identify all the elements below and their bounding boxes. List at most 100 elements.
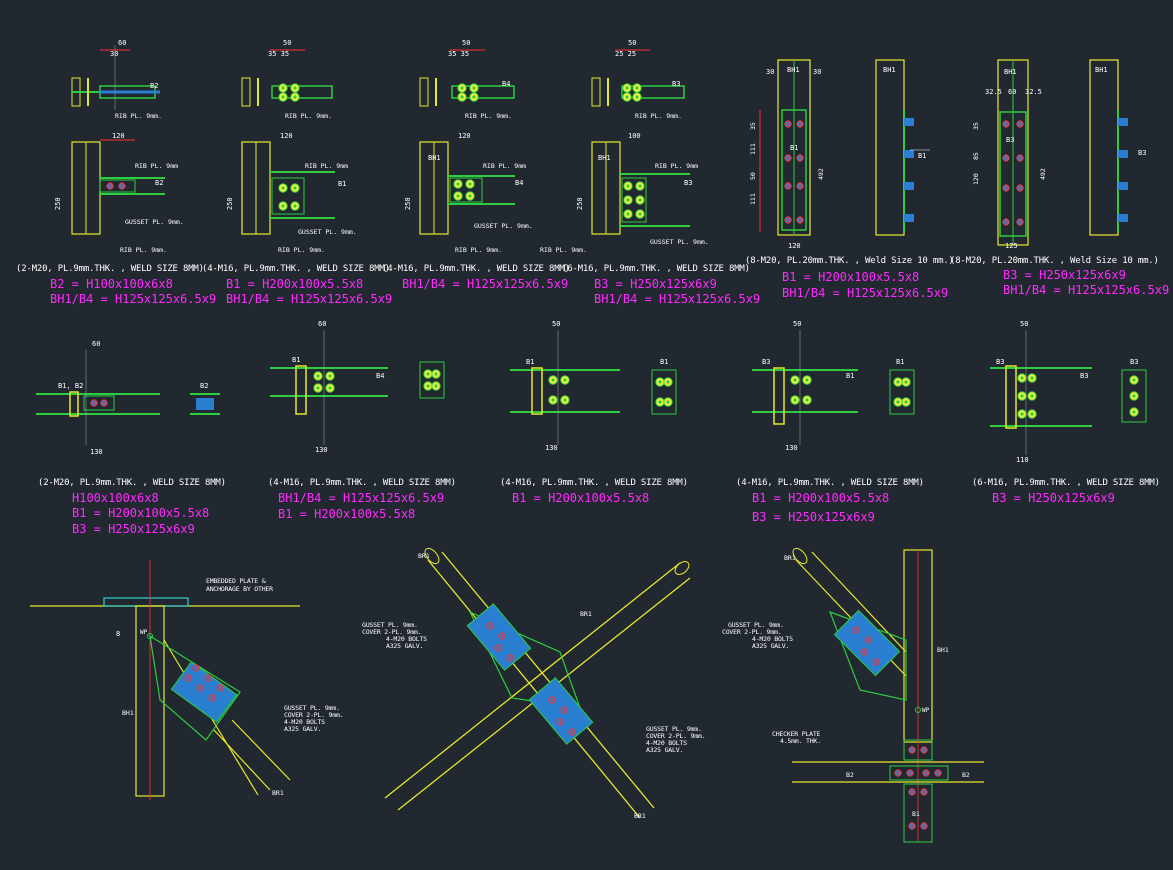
brace3-note-1: GUSSET PL. 9mm.	[728, 621, 784, 629]
svg-text:B3: B3	[1130, 358, 1138, 366]
svg-text:RIB PL. 9mm.: RIB PL. 9mm.	[285, 112, 332, 120]
svg-text:B4: B4	[515, 179, 523, 187]
row2-spec-4b: B3 = H250x125x6x9	[752, 510, 875, 524]
svg-text:120: 120	[788, 242, 801, 250]
svg-text:492: 492	[1039, 168, 1047, 180]
row2-caption-5: (6-M16, PL.9mm.THK. , WELD SIZE 8MM)	[972, 478, 1160, 488]
svg-text:BH1: BH1	[428, 154, 441, 162]
row2-spec-5a: B3 = H250x125x6x9	[992, 491, 1115, 505]
row2-caption-3: (4-M16, PL.9mm.THK. , WELD SIZE 8MM)	[500, 478, 688, 488]
brace3-note-2: COVER 2-PL. 9mm.	[722, 628, 782, 636]
row2-caption-2: (4-M16, PL.9mm.THK. , WELD SIZE 8MM)	[268, 478, 456, 488]
svg-text:50: 50	[793, 320, 801, 328]
row2-spec-1b: B1 = H200x100x5.5x8	[72, 506, 210, 520]
row1-caption-5: (8-M20, PL.20mm.THK. , Weld Size 10 mm.)	[745, 256, 954, 266]
brace2-noteB-3: 4-M20 BOLTS	[646, 739, 687, 747]
row2-spec-2b: B1 = H200x100x5.5x8	[278, 507, 416, 521]
svg-text:B1: B1	[526, 358, 534, 366]
svg-text:RIB PL. 9mm.: RIB PL. 9mm.	[115, 112, 162, 120]
svg-text:35: 35	[749, 122, 757, 130]
svg-text:B3: B3	[1080, 372, 1088, 380]
svg-text:BR1: BR1	[580, 610, 592, 618]
svg-text:B1: B1	[338, 180, 346, 188]
svg-text:32.5: 32.5	[1025, 88, 1042, 96]
brace-detail-2: BR1 BR1 BR1	[384, 547, 691, 820]
svg-text:RIB PL. 9mm.: RIB PL. 9mm.	[540, 246, 587, 254]
svg-text:110: 110	[1016, 456, 1029, 464]
row2-spec-1a: H100x100x6x8	[72, 491, 159, 505]
detail-7: 60 B1, B2 130 B2	[36, 340, 220, 456]
svg-text:RIB PL. 9mm.: RIB PL. 9mm.	[455, 246, 502, 254]
brace3-note-3: 4-M20 BOLTS	[752, 635, 793, 643]
svg-text:B1: B1	[292, 356, 300, 364]
svg-text:RIB PL. 9mm: RIB PL. 9mm	[483, 162, 526, 170]
svg-text:B1: B1	[790, 144, 798, 152]
svg-text:50: 50	[462, 39, 470, 47]
svg-text:50: 50	[283, 39, 291, 47]
svg-text:BR1: BR1	[272, 789, 284, 797]
svg-text:RIB PL. 9mm.: RIB PL. 9mm.	[120, 246, 167, 254]
row2-spec-3a: B1 = H200x100x5.5x8	[512, 491, 650, 505]
svg-text:60: 60	[118, 39, 126, 47]
svg-text:RIB PL. 9mm.: RIB PL. 9mm.	[635, 112, 682, 120]
row1-spec-6a: B3 = H250x125x6x9	[1003, 268, 1126, 282]
svg-text:32.5: 32.5	[985, 88, 1002, 96]
brace1-note-1: GUSSET PL. 9mm.	[284, 704, 340, 712]
svg-text:RIB PL. 9mm: RIB PL. 9mm	[305, 162, 348, 170]
svg-text:100: 100	[628, 132, 641, 140]
row2-caption-4: (4-M16, PL.9mm.THK. , WELD SIZE 8MM)	[736, 478, 924, 488]
svg-text:35 35: 35 35	[268, 50, 289, 58]
row1-caption-1: (2-M20, PL.9mm.THK. , WELD SIZE 8MM)	[16, 264, 204, 274]
svg-text:30: 30	[813, 68, 821, 76]
svg-text:B3: B3	[762, 358, 770, 366]
svg-text:50: 50	[1020, 320, 1028, 328]
svg-text:B3: B3	[996, 358, 1004, 366]
svg-text:30: 30	[766, 68, 774, 76]
svg-text:250: 250	[576, 197, 584, 210]
row1-spec-3a: BH1/B4 = H125x125x6.5x9	[402, 277, 569, 291]
row1-spec-5b: BH1/B4 = H125x125x6.5x9	[782, 286, 949, 300]
row2-spec-2a: BH1/B4 = H125x125x6.5x9	[278, 491, 445, 505]
brace2-noteA-3: 4-M20 BOLTS	[386, 635, 427, 643]
brace2-noteA-2: COVER 2-PL. 9mm.	[362, 628, 422, 636]
svg-text:GUSSET PL. 9mm.: GUSSET PL. 9mm.	[298, 228, 357, 236]
row1-spec-2b: BH1/B4 = H125x125x6.5x9	[226, 292, 393, 306]
svg-text:RIB PL. 9mm.: RIB PL. 9mm.	[465, 112, 512, 120]
checker-plate-note-2: 4.5mm. THK.	[780, 737, 821, 745]
svg-text:B3: B3	[1006, 136, 1014, 144]
svg-text:B3: B3	[672, 80, 680, 88]
row2-caption-1: (2-M20, PL.9mm.THK. , WELD SIZE 8MM)	[38, 478, 226, 488]
svg-text:111: 111	[749, 143, 757, 155]
svg-text:130: 130	[90, 448, 103, 456]
row1-spec-4b: BH1/B4 = H125x125x6.5x9	[594, 292, 761, 306]
svg-text:BH1: BH1	[122, 709, 134, 717]
svg-text:BH1: BH1	[1004, 68, 1017, 76]
checker-plate-note-1: CHECKER PLATE	[772, 730, 821, 738]
detail-2-elevation: 120 250 RIB PL. 9mm GUSSET PL. 9mm. RIB …	[226, 132, 357, 254]
row1-caption-2: (4-M16, PL.9mm.THK. , WELD SIZE 8MM)	[202, 264, 390, 274]
embedded-note-2: ANCHORAGE BY OTHER	[206, 585, 273, 593]
row1-caption-6: (8-M20, PL.20mm.THK. , Weld Size 10 mm.)	[950, 256, 1159, 266]
svg-text:BH1: BH1	[787, 66, 800, 74]
svg-text:BH1: BH1	[937, 646, 949, 654]
svg-text:B1: B1	[660, 358, 668, 366]
svg-text:60: 60	[318, 320, 326, 328]
svg-text:B2: B2	[150, 82, 158, 90]
svg-text:BH1: BH1	[883, 66, 896, 74]
svg-text:120: 120	[458, 132, 471, 140]
svg-text:B2: B2	[962, 771, 970, 779]
svg-text:120: 120	[112, 132, 125, 140]
svg-text:BR1: BR1	[418, 552, 430, 560]
svg-text:B4: B4	[502, 80, 510, 88]
brace1-note-2: COVER 2-PL. 9mm.	[284, 711, 344, 719]
brace1-note-3: 4-M20 BOLTS	[284, 718, 325, 726]
row2-spec-1c: B3 = H250x125x6x9	[72, 522, 195, 536]
svg-text:B4: B4	[376, 372, 384, 380]
